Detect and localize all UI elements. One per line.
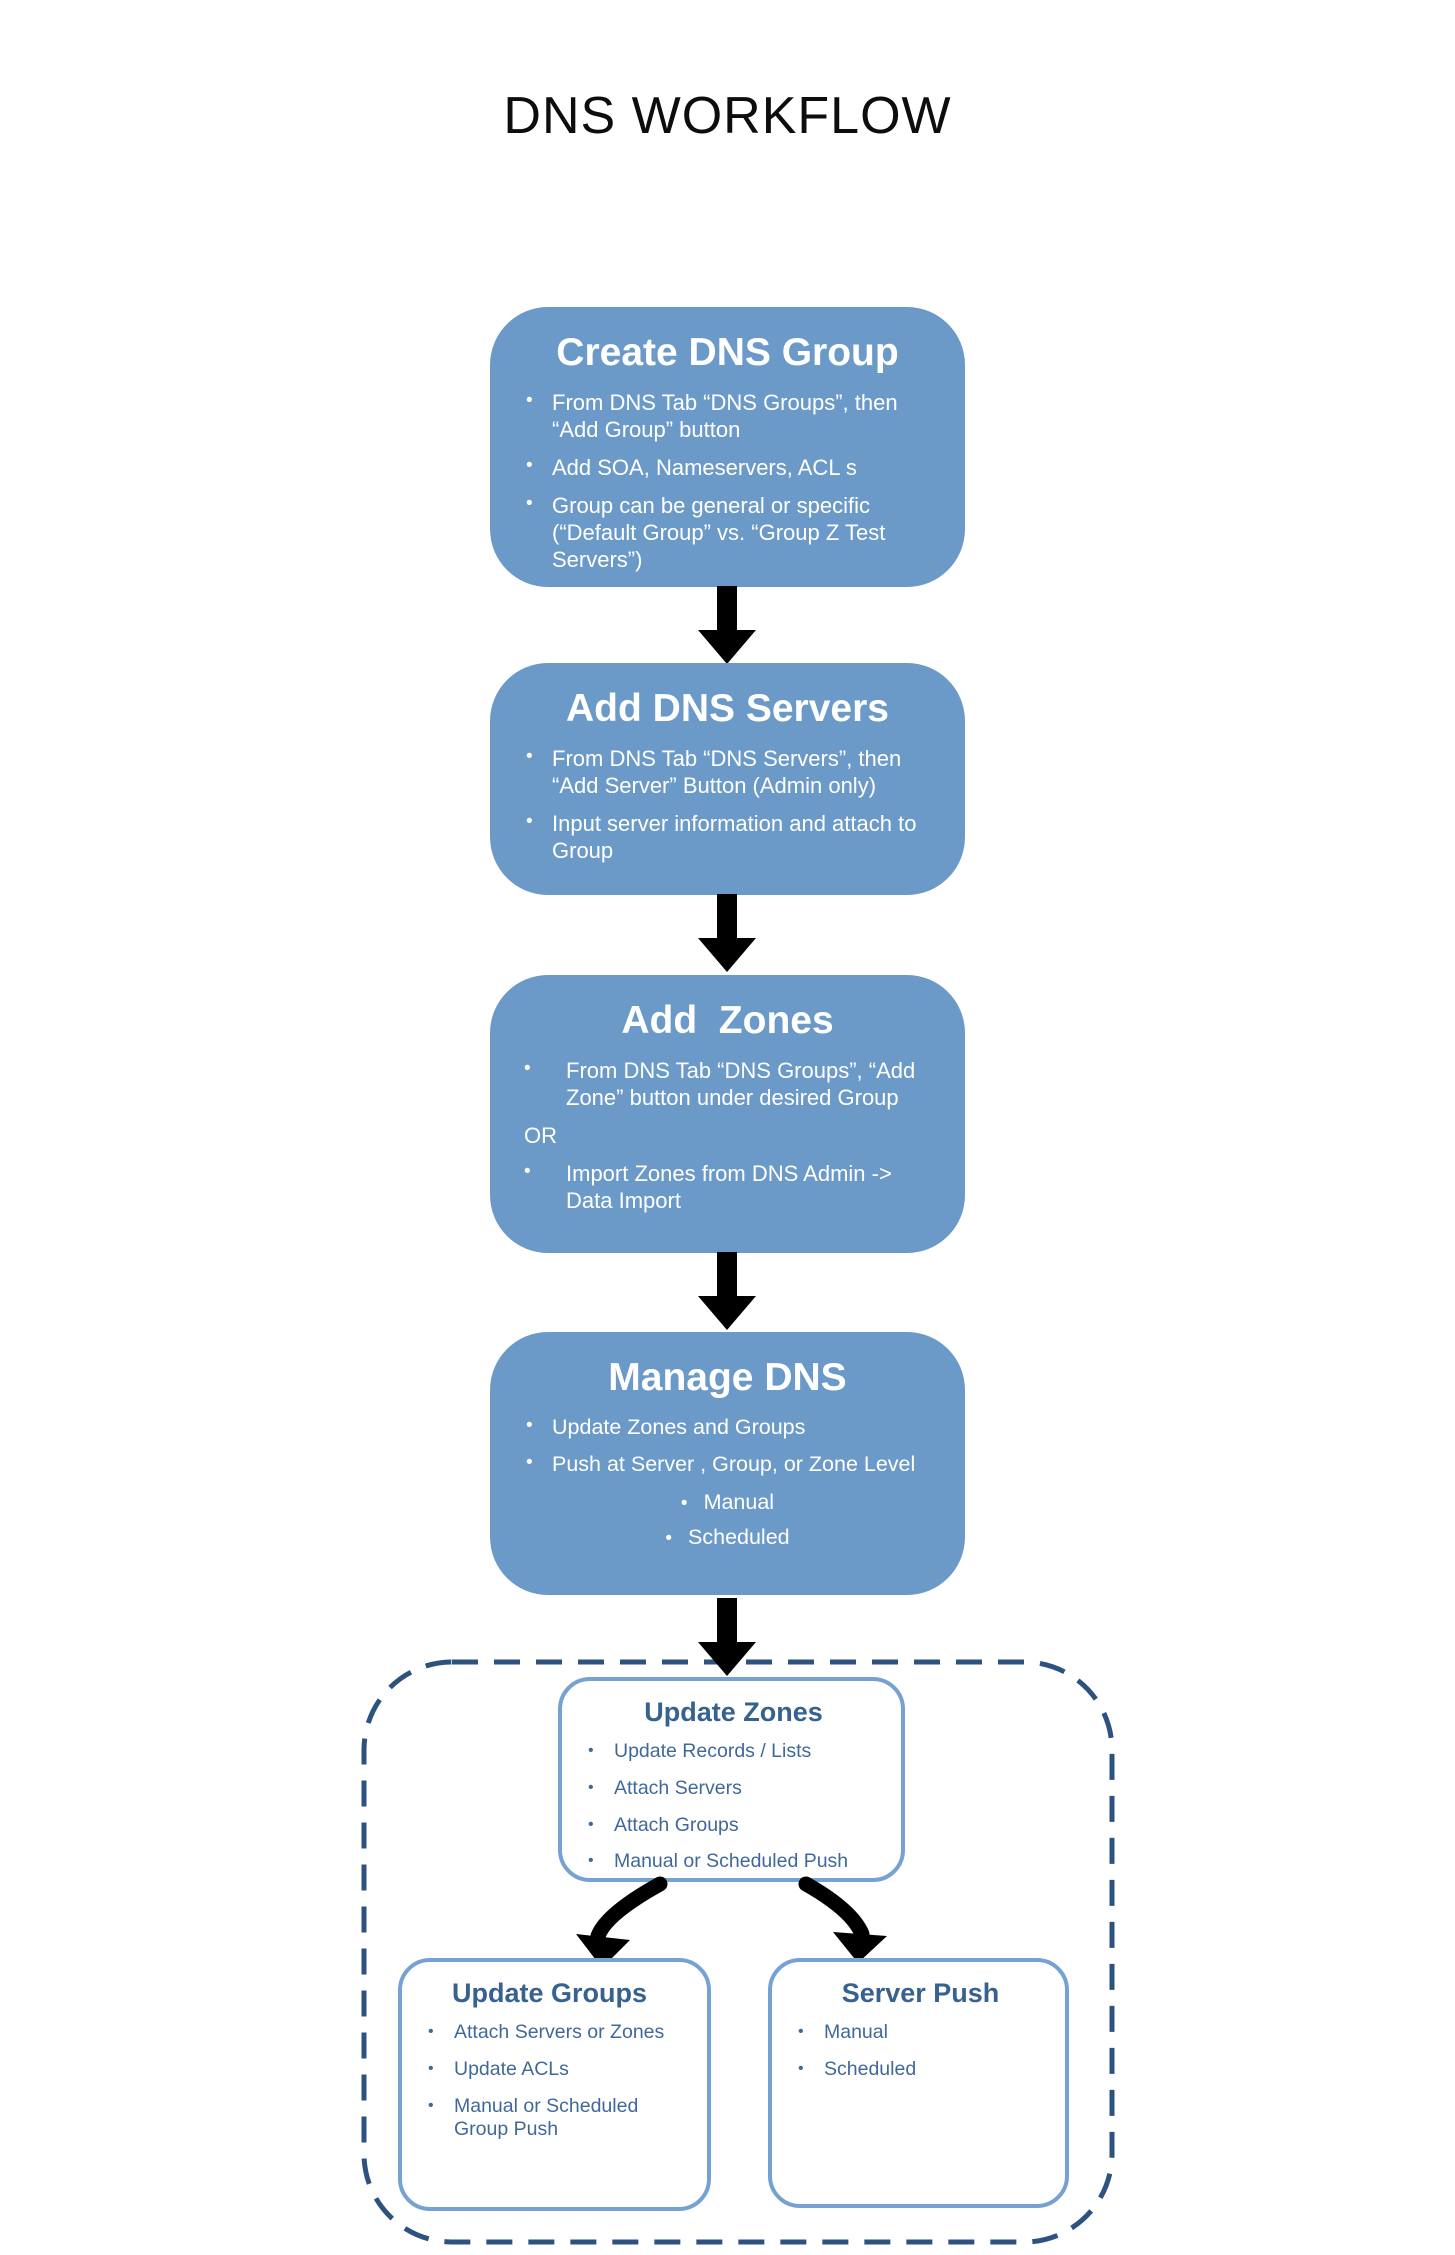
bullet-item: Update Records / Lists <box>582 1740 885 1764</box>
or-label: OR <box>524 1123 557 1149</box>
arrow-head <box>698 1296 756 1330</box>
down-arrow-icon <box>698 1252 756 1330</box>
bullet-item: Import Zones from DNS Admin -> Data Impo… <box>524 1160 931 1214</box>
detail-box-title: Update Groups <box>451 1978 647 2008</box>
bullet-item: Attach Groups <box>582 1814 885 1838</box>
arrow-head <box>698 938 756 972</box>
arrow-head <box>698 1642 756 1676</box>
detail-box-title: Server Push <box>841 1978 1000 2008</box>
detail-box-title: Update Zones <box>644 1697 823 1727</box>
flow-box-title: Create DNS Group <box>556 331 899 374</box>
detail-box-bullet-list: Attach Servers or Zones Update ACLs Manu… <box>422 2021 677 2142</box>
bullet-item: From DNS Tab “DNS Servers”, then “Add Se… <box>524 745 931 799</box>
flow-box-title: Add DNS Servers <box>566 687 889 730</box>
dashed-group-container <box>356 1654 1120 2255</box>
flow-box-add-dns-servers: Add DNS Servers From DNS Tab “DNS Server… <box>490 663 965 895</box>
arrow-shaft <box>717 1252 737 1296</box>
bullet-item: Manual <box>792 2021 1049 2045</box>
flow-box-bullet-list: Update Zones and Groups Push at Server ,… <box>524 1414 931 1551</box>
detail-box-update-groups: Update Groups Attach Servers or Zones Up… <box>398 1958 711 2211</box>
flow-box-bullet-list: From DNS Tab “DNS Groups”, then “Add Gro… <box>524 389 931 573</box>
flow-box-manage-dns: Manage DNS Update Zones and Groups Push … <box>490 1332 965 1595</box>
flow-box-bullet-list: From DNS Tab “DNS Servers”, then “Add Se… <box>524 745 931 864</box>
bullet-item: Group can be general or specific (“Defau… <box>524 492 931 573</box>
down-arrow-icon <box>698 586 756 664</box>
bullet-item: Attach Servers <box>582 1777 885 1801</box>
detail-box-server-push: Server Push Manual Scheduled <box>768 1958 1069 2208</box>
bullet-item: Manual or Scheduled Group Push <box>422 2095 677 2143</box>
curved-arrow-right <box>798 1876 887 1963</box>
arrow-shaft <box>717 894 737 938</box>
bullet-item: Scheduled <box>792 2058 1049 2082</box>
branch-arrows <box>576 1876 887 1968</box>
page-title: DNS WORKFLOW <box>503 87 952 145</box>
sub-bullet-item: Scheduled <box>524 1524 931 1550</box>
detail-box-bullet-list: Update Records / Lists Attach Servers At… <box>582 1740 885 1874</box>
bullet-item: From DNS Tab “DNS Groups”, then “Add Gro… <box>524 389 931 443</box>
bullet-item: Manual or Scheduled Push <box>582 1850 885 1874</box>
curved-arrow-left <box>576 1876 668 1968</box>
bullet-item: Update Zones and Groups <box>524 1414 931 1440</box>
bullet-item: Attach Servers or Zones <box>422 2021 677 2045</box>
dashed-border <box>361 1659 1115 2245</box>
arrow-head <box>698 630 756 664</box>
flow-box-title: Manage DNS <box>608 1356 847 1399</box>
down-arrow-icon <box>698 894 756 972</box>
arrow-shaft <box>717 1598 737 1642</box>
bullet-item: Input server information and attach to G… <box>524 810 931 864</box>
detail-box-update-zones: Update Zones Update Records / Lists Atta… <box>558 1677 905 1882</box>
down-arrow-icon <box>698 1598 756 1676</box>
bullet-item: Add SOA, Nameservers, ACL s <box>524 454 931 481</box>
flow-box-bullet-list: From DNS Tab “DNS Groups”, “Add Zone” bu… <box>524 1057 931 1214</box>
arrow-shaft <box>717 586 737 630</box>
bullet-item: Push at Server , Group, or Zone Level <box>524 1451 931 1477</box>
flow-box-add-zones: Add Zones From DNS Tab “DNS Groups”, “Ad… <box>490 975 965 1253</box>
flow-box-title: Add Zones <box>621 999 834 1042</box>
bullet-item: From DNS Tab “DNS Groups”, “Add Zone” bu… <box>524 1057 931 1111</box>
bullet-item: Update ACLs <box>422 2058 677 2082</box>
flow-box-create-dns-group: Create DNS Group From DNS Tab “DNS Group… <box>490 307 965 587</box>
sub-bullet-item: Manual <box>524 1489 931 1515</box>
detail-box-bullet-list: Manual Scheduled <box>792 2021 1049 2082</box>
